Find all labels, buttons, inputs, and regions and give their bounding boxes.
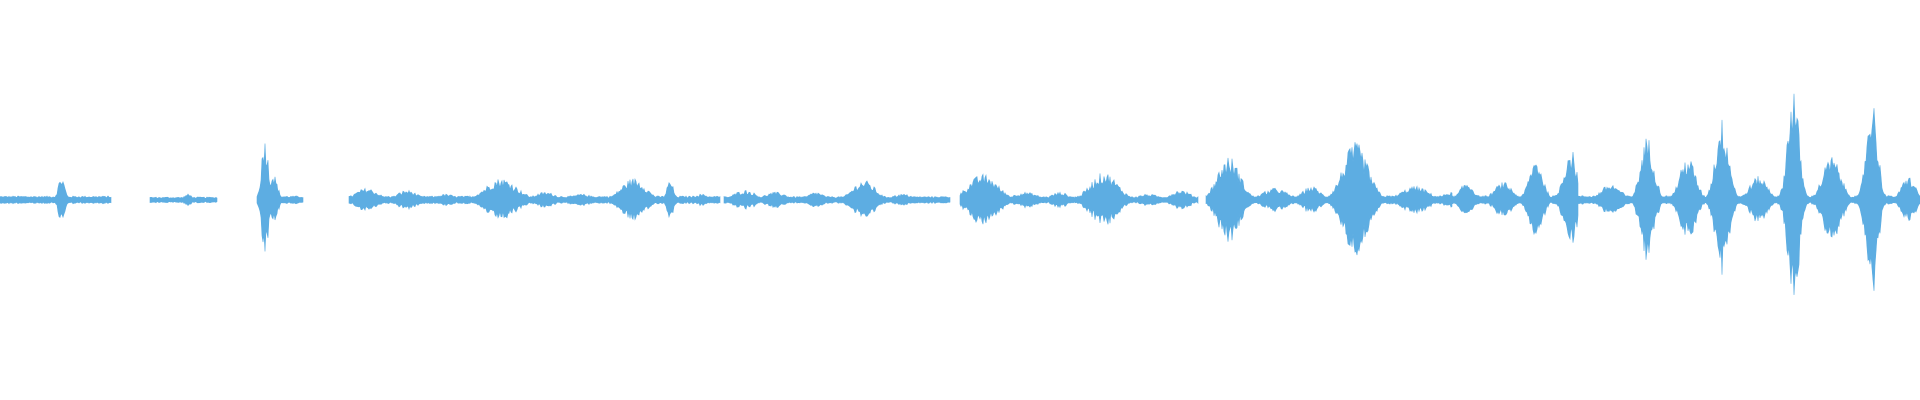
waveform-segment-6 xyxy=(723,190,832,210)
waveform-segments xyxy=(0,93,1920,296)
waveform-segment-9 xyxy=(1074,173,1199,225)
waveform-segment-13 xyxy=(1577,119,1739,275)
waveform-segment-12 xyxy=(1451,151,1579,243)
waveform-segment-0 xyxy=(0,181,112,219)
waveform-segment-14 xyxy=(1737,93,1920,296)
waveform-segment-1 xyxy=(149,193,218,207)
waveform-segment-2 xyxy=(256,143,304,252)
waveform-segment-7 xyxy=(830,180,951,218)
waveform-segment-11 xyxy=(1324,142,1453,256)
waveform-segment-5 xyxy=(610,178,721,221)
